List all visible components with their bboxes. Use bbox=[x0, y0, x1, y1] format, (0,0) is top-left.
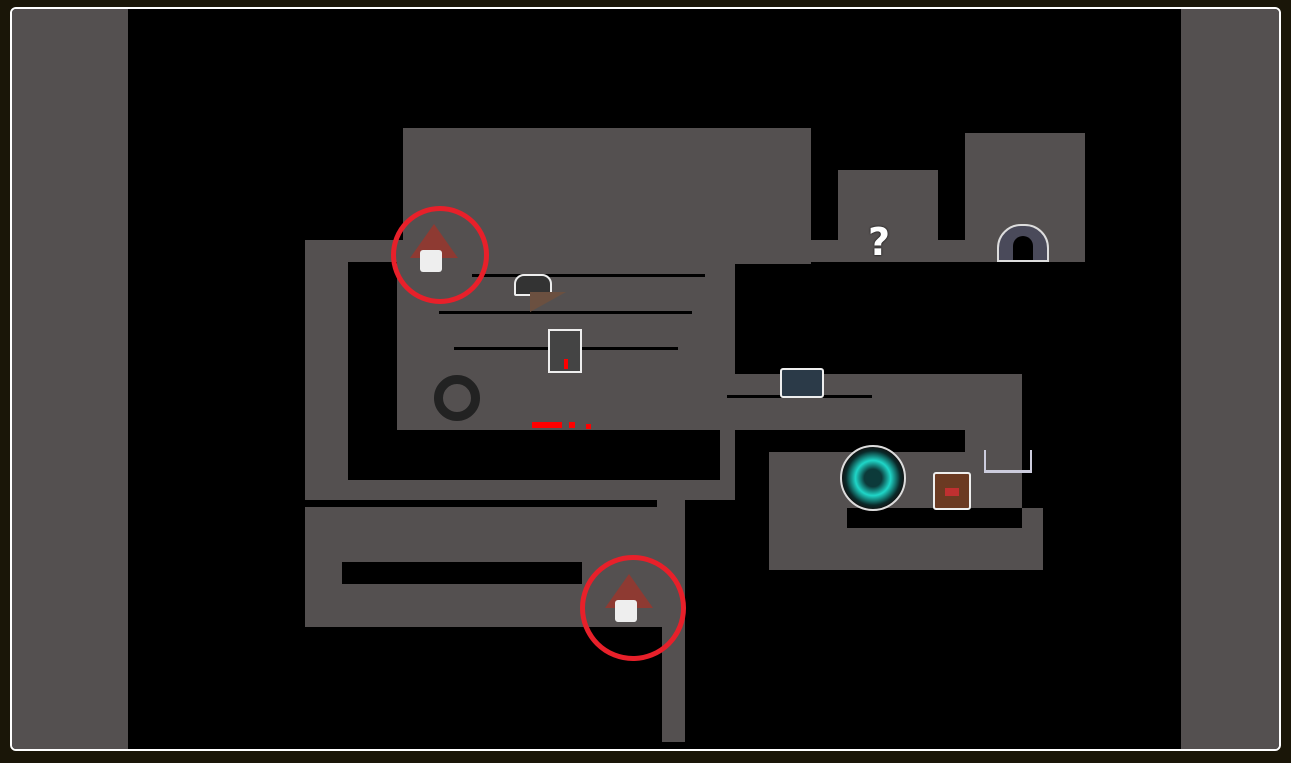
left-panel bbox=[12, 9, 128, 749]
plague-doctor-npc-icon[interactable] bbox=[510, 274, 566, 318]
ruins-icon[interactable] bbox=[984, 450, 1032, 473]
hazard-marker bbox=[586, 424, 591, 429]
map-frame: ? bbox=[10, 7, 1281, 751]
question-mark-icon[interactable]: ? bbox=[868, 220, 891, 264]
room-question bbox=[838, 170, 938, 262]
corridor-bottom bbox=[662, 627, 685, 742]
wall bbox=[847, 508, 1022, 528]
corridor-lower bbox=[305, 507, 685, 532]
corridor bbox=[657, 480, 685, 510]
dungeon-map: ? bbox=[12, 9, 1279, 749]
hazard-marker bbox=[532, 422, 562, 428]
wall-line bbox=[472, 274, 705, 277]
wall bbox=[397, 430, 720, 480]
corridor bbox=[965, 430, 1022, 452]
right-panel bbox=[1181, 9, 1279, 749]
corridor-mid bbox=[727, 374, 1022, 430]
highlight-ring bbox=[391, 206, 489, 304]
hazard-marker bbox=[569, 422, 575, 428]
wall bbox=[342, 562, 582, 584]
witch-player-icon[interactable] bbox=[404, 224, 468, 284]
wall bbox=[348, 262, 397, 480]
shrine-icon[interactable] bbox=[548, 329, 582, 373]
monitor-icon[interactable] bbox=[780, 368, 824, 398]
teal-portal-icon[interactable] bbox=[840, 445, 906, 511]
witch-player-icon[interactable] bbox=[599, 574, 663, 634]
mimic-chest-icon[interactable] bbox=[933, 472, 971, 510]
highlight-ring bbox=[580, 555, 686, 661]
wall-line bbox=[439, 311, 692, 314]
dark-ring-portal-icon[interactable] bbox=[434, 375, 480, 421]
cave-entrance-icon[interactable] bbox=[997, 224, 1049, 262]
